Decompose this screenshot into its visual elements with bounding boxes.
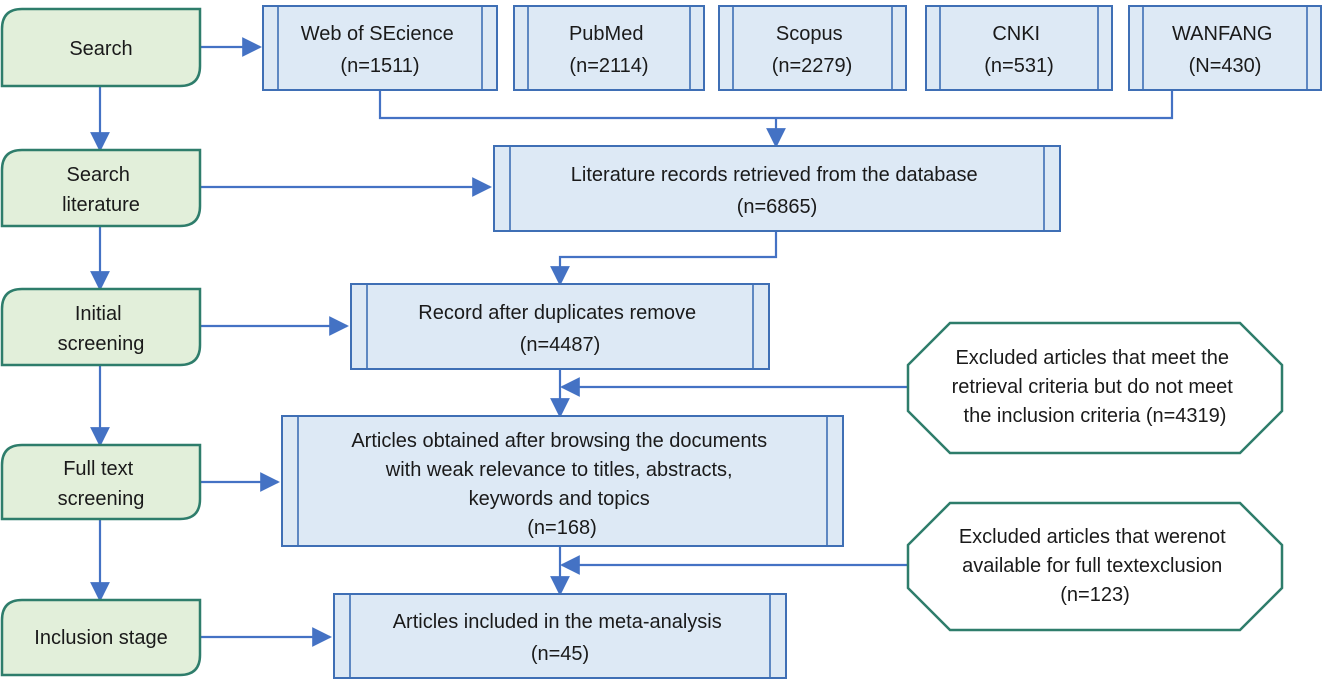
exclusion-criteria: Excluded articles that meet the retrieva… [906, 321, 1284, 455]
stage-search: Search [0, 7, 202, 88]
database-web-of-science: Web of SEcience (n=1511) [262, 5, 498, 91]
process-after-browsing-box [281, 415, 844, 547]
database-cnki-box [925, 5, 1113, 91]
stage-inclusion-label: Inclusion stage [34, 627, 167, 649]
stage-initial-screening-shape [0, 287, 202, 367]
database-cnki-label: CNKI (n=531) [984, 23, 1054, 77]
stage-search-label: Search [69, 38, 132, 60]
database-pubmed-box [513, 5, 705, 91]
process-after-duplicates-label: Record after duplicates remove (n=4487) [418, 302, 701, 356]
exclusion-fulltext-shape [906, 501, 1284, 632]
exclusion-column: Excluded articles that meet the retrieva… [906, 321, 1284, 632]
stage-search-literature: Search literature [0, 148, 202, 228]
process-after-duplicates-box [350, 283, 770, 370]
database-web-of-science-box [262, 5, 498, 91]
exclusion-fulltext: Excluded articles that werenot available… [906, 501, 1284, 632]
database-wanfang-box [1128, 5, 1322, 91]
process-records-retrieved: Literature records retrieved from the da… [493, 145, 1061, 232]
process-records-retrieved-label: Literature records retrieved from the da… [571, 164, 983, 218]
process-column: Literature records retrieved from the da… [281, 145, 1061, 679]
database-wanfang-label: WANFANG (N=430) [1172, 23, 1278, 77]
stage-inclusion-shape [0, 598, 202, 677]
stage-initial-screening: Initial screening [0, 287, 202, 367]
process-after-duplicates: Record after duplicates remove (n=4487) [350, 283, 770, 370]
stage-full-text-screening-shape [0, 443, 202, 521]
database-row: Web of SEcience (n=1511) PubMed (n=2114)… [262, 5, 1322, 91]
process-included-box [333, 593, 787, 679]
database-pubmed: PubMed (n=2114) [513, 5, 705, 91]
stage-search-shape [0, 7, 202, 88]
connector-databases-merge [378, 90, 1174, 120]
database-web-of-science-label: Web of SEcience (n=1511) [301, 23, 460, 77]
stage-inclusion: Inclusion stage [0, 598, 202, 677]
connectors [90, 37, 1174, 647]
stage-column: Search Search literature Initial screeni… [0, 7, 202, 677]
process-included: Articles included in the meta-analysis (… [333, 593, 787, 679]
process-records-retrieved-box [493, 145, 1061, 232]
stage-full-text-screening: Full text screening [0, 443, 202, 521]
database-wanfang: WANFANG (N=430) [1128, 5, 1322, 91]
exclusion-criteria-label: Excluded articles that meet the retrieva… [952, 347, 1239, 427]
database-scopus: Scopus (n=2279) [718, 5, 907, 91]
stage-full-text-screening-label: Full text screening [58, 458, 145, 510]
stage-initial-screening-label: Initial screening [58, 303, 145, 355]
process-included-label: Articles included in the meta-analysis (… [393, 611, 728, 665]
arrow-records-to-duplicates [550, 231, 778, 286]
stage-search-literature-shape [0, 148, 202, 228]
process-after-browsing-label: Articles obtained after browsing the doc… [351, 430, 772, 539]
database-pubmed-label: PubMed (n=2114) [569, 23, 649, 77]
stage-search-literature-label: Search literature [62, 164, 140, 216]
exclusion-fulltext-label: Excluded articles that werenot available… [959, 526, 1231, 606]
exclusion-criteria-shape [906, 321, 1284, 455]
database-cnki: CNKI (n=531) [925, 5, 1113, 91]
database-scopus-box [718, 5, 907, 91]
database-scopus-label: Scopus (n=2279) [772, 23, 853, 77]
process-after-browsing: Articles obtained after browsing the doc… [281, 415, 844, 547]
